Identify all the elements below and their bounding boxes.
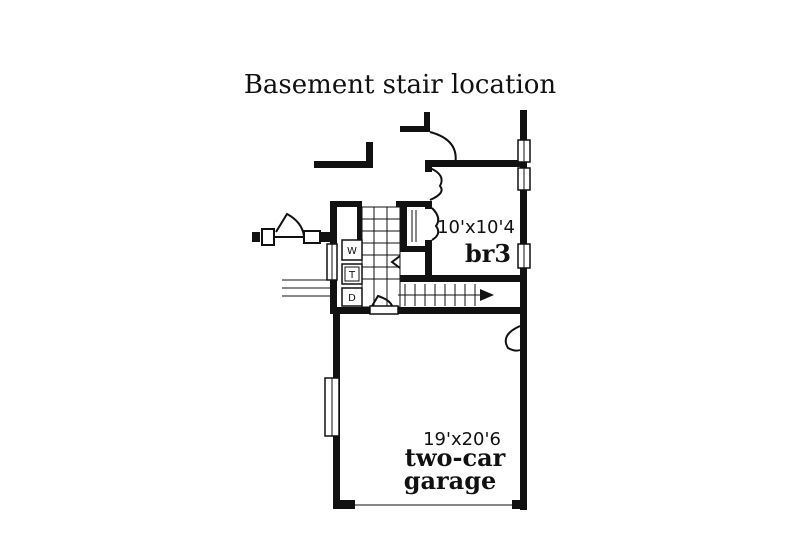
- bedroom-dimensions: 10'x10'4: [437, 217, 515, 238]
- bedroom-name: br3: [465, 239, 511, 268]
- laundry-window: [326, 243, 338, 281]
- dryer-label: D: [348, 293, 356, 304]
- appliances: [341, 239, 363, 307]
- garage-window: [324, 377, 340, 437]
- garage-entry-door: [504, 325, 521, 352]
- garage-name-line2: garage: [404, 466, 497, 495]
- garage-name-line1: two-car: [405, 443, 506, 472]
- entry-door: [252, 212, 332, 246]
- plan-title: Basement stair location: [244, 70, 557, 100]
- right-windows: [517, 139, 531, 269]
- upper-doors: [429, 131, 457, 241]
- washer-label: W: [347, 246, 357, 257]
- hall-closet: [390, 210, 417, 269]
- garage-dimensions: 19'x20'6: [423, 429, 501, 450]
- tub-label: T: [348, 270, 356, 281]
- basement-stair: [369, 284, 494, 315]
- entry-steps: [282, 279, 330, 297]
- tile-floor: [361, 206, 401, 308]
